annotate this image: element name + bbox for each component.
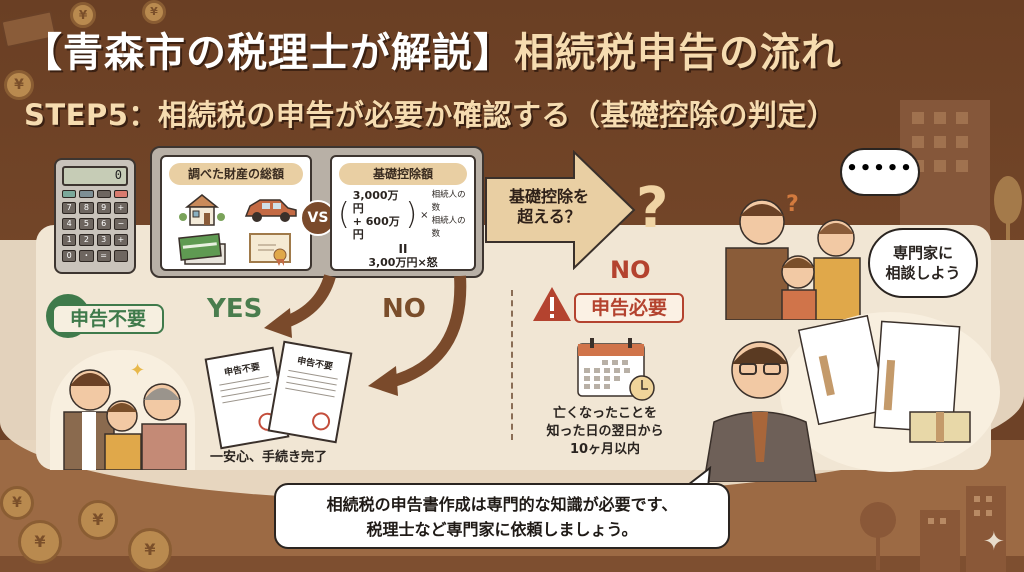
- calc-key: [62, 190, 77, 198]
- title-bracket: 【青森市の税理士が解説】: [22, 30, 514, 76]
- yes-label: YES: [207, 294, 263, 324]
- formula-heirs-1: 相続人の数: [431, 190, 466, 213]
- comparison-board: 調べた財産の総額 VS 基礎控除額 ( 3,000万円 + 600万円: [150, 146, 484, 278]
- yen-coin-icon: ¥: [0, 486, 34, 520]
- tax-accountant-illustration: [703, 312, 1000, 482]
- filing-required-badge: 申告必要: [574, 293, 684, 323]
- calculator-row: 0 ・ =: [62, 250, 128, 262]
- calc-key: =: [96, 250, 111, 262]
- curved-arrows-icon: [264, 274, 467, 396]
- car-icon: [238, 191, 302, 227]
- formula-multiplier: ×: [420, 209, 429, 221]
- calc-key: 0: [62, 250, 77, 262]
- decision-line-2: 超える？: [517, 207, 581, 226]
- big-arrow-right-icon: [485, 150, 636, 270]
- calendar-clock-icon: [577, 338, 655, 401]
- svg-text:✦: ✦: [130, 360, 145, 381]
- calc-key: 4: [62, 218, 77, 230]
- consult-speech-bubble: 専門家に 相談しよう: [868, 228, 978, 298]
- advice-speech-bubble: 相続税の申告書作成は専門的な知識が必要です、 税理士など専門家に依頼しましょう。: [274, 483, 730, 549]
- banknote-icon: [1, 10, 57, 48]
- assets-box: 調べた財産の総額: [160, 155, 312, 271]
- calculator-row: 7 8 9 +: [62, 202, 128, 214]
- deduction-label: 基礎控除額: [339, 163, 467, 185]
- calc-key: 5: [79, 218, 94, 230]
- calculator-row: 4 5 6 −: [62, 218, 128, 230]
- formula-result: 3,00万円×怒: [368, 256, 438, 269]
- page-subtitle: STEP5：相続税の申告が必要か確認する（基礎控除の判定）: [24, 98, 837, 132]
- deduction-formula: ( 3,000万円 + 600万円 ) × 相続人の数 相続人の数 II 3,0…: [332, 185, 474, 273]
- advice-line-2: 税理士など専門家に依頼しましょう。: [366, 520, 638, 539]
- advice-line-1: 相続税の申告書作成は専門的な知識が必要です、: [326, 495, 678, 514]
- yen-coin-icon: ¥: [128, 528, 172, 572]
- formula-amount-2: + 600万円: [352, 215, 400, 241]
- no-label-red: NO: [610, 256, 651, 284]
- no-filing-badge: 申告不要: [52, 304, 164, 334]
- happy-family-illustration: ✦: [50, 350, 195, 471]
- yen-coin-icon: ¥: [142, 0, 166, 24]
- calc-key: 1: [62, 234, 77, 246]
- calc-key: 9: [96, 202, 111, 214]
- deduction-box: 基礎控除額 ( 3,000万円 + 600万円 ) × 相続人の数 相続人の数 …: [330, 155, 476, 271]
- warning-icon: [533, 287, 571, 321]
- certificate-icon: [238, 231, 302, 267]
- yen-coin-icon: ¥: [18, 520, 62, 564]
- house-icon: [170, 191, 234, 227]
- yen-coin-icon: ¥: [4, 70, 34, 100]
- calc-key: 8: [79, 202, 94, 214]
- calculator-display: 0: [62, 166, 128, 186]
- no-label-brown: NO: [382, 294, 426, 324]
- background-bottom-strip: [0, 556, 1024, 572]
- calc-key: [113, 190, 128, 198]
- calc-key: [79, 190, 94, 198]
- calc-key: [113, 250, 128, 262]
- calculator-icon: 0 7 8 9 + 4 5 6 − 1 2 3 + 0 ・ =: [54, 158, 136, 274]
- calc-key: 2: [79, 234, 94, 246]
- formula-equals: II: [398, 242, 408, 256]
- question-mark-icon: ?: [636, 176, 669, 241]
- calc-key: +: [113, 234, 128, 246]
- calc-key: 6: [96, 218, 111, 230]
- thought-bubble: •••••: [840, 148, 920, 196]
- bankbook-icon: [170, 231, 234, 267]
- decision-question: 基礎控除を 超える？: [494, 187, 604, 227]
- relief-caption: 一安心、手続き完了: [210, 450, 328, 465]
- formula-heirs-2: 相続人の数: [431, 216, 466, 239]
- yen-coin-icon: ¥: [70, 2, 96, 28]
- calc-key: ・: [79, 250, 94, 262]
- formula-amount-1: 3,000万円: [352, 189, 399, 215]
- title-main: 相続税申告の流れ: [514, 30, 842, 76]
- city-silhouette-icon: ✦: [860, 486, 1006, 572]
- worried-family-illustration: [725, 199, 861, 320]
- decision-line-1: 基礎控除を: [508, 187, 589, 206]
- calc-key: [96, 190, 111, 198]
- small-question-mark-icon: ?: [786, 192, 799, 217]
- calculator-row-func: [62, 190, 128, 198]
- calc-key: +: [113, 202, 128, 214]
- filing-deadline: 亡くなったことを 知った日の翌日から 10ヶ月以内: [546, 406, 664, 457]
- assets-label: 調べた財産の総額: [169, 163, 303, 185]
- calc-key: 3: [96, 234, 111, 246]
- calc-key: 7: [62, 202, 77, 214]
- calculator-row: 1 2 3 +: [62, 234, 128, 246]
- page-title: 【青森市の税理士が解説】相続税申告の流れ: [22, 20, 842, 78]
- svg-text:✦: ✦: [983, 527, 1005, 557]
- calc-key: −: [113, 218, 128, 230]
- yen-coin-icon: ¥: [78, 500, 118, 540]
- dotted-divider: [511, 290, 513, 440]
